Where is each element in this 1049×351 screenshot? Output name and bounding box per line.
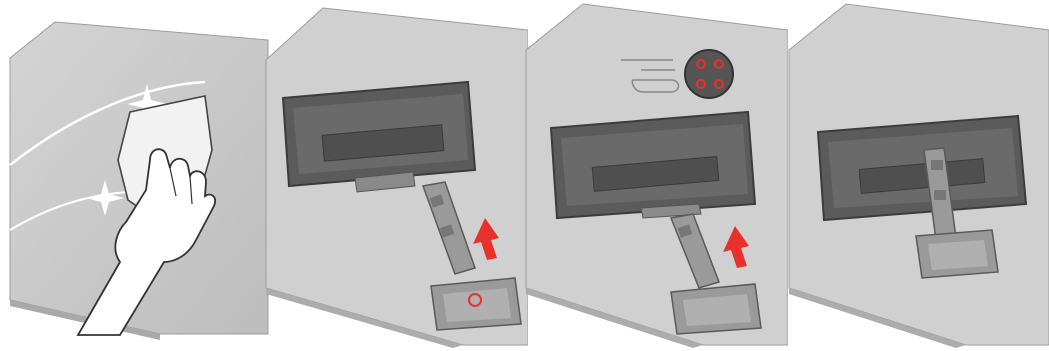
stand-base [431,278,521,330]
panel-step-3-attach-stand-to-monitor [523,0,788,351]
monitor-rear [551,112,755,218]
zoom-detail-circle [685,50,733,98]
stand-base [671,284,761,334]
panel-step-4-assembled [786,0,1049,351]
panel-step-1-wipe-surface [0,0,270,351]
monitor-rear [818,116,1026,220]
stand-base [916,230,998,278]
panel-step-2-attach-stand-to-base [263,0,528,351]
